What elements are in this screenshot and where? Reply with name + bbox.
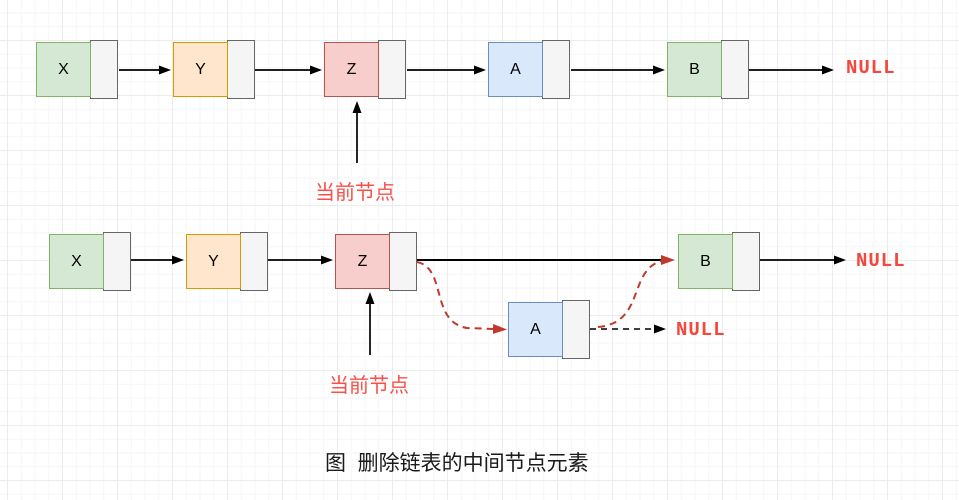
node-pointer-cell — [227, 40, 255, 99]
node-pointer-cell — [542, 40, 570, 99]
dashed-curve-z-to-a — [416, 261, 507, 334]
node-value-cell: B — [667, 42, 722, 97]
node-value-cell: Z — [324, 42, 379, 97]
top-node-z: Z — [324, 40, 406, 99]
node-pointer-cell — [240, 232, 268, 291]
node-pointer-cell — [562, 300, 590, 359]
bottom-node-a-detached: A — [508, 300, 590, 359]
node-label: B — [700, 252, 711, 270]
node-value-cell: X — [49, 234, 104, 289]
node-value-cell: B — [678, 234, 733, 289]
node-pointer-cell — [732, 232, 760, 291]
node-pointer-cell — [378, 40, 406, 99]
node-pointer-cell — [103, 232, 131, 291]
node-label: X — [58, 60, 69, 78]
node-pointer-cell — [389, 232, 417, 291]
figure-caption: 图 删除链表的中间节点元素 — [325, 452, 589, 475]
current-node-label-bottom: 当前节点 — [329, 375, 409, 397]
dashed-curve-a-to-b — [597, 260, 662, 328]
node-label: Y — [195, 60, 206, 78]
node-label: Y — [208, 252, 219, 270]
top-node-a: A — [488, 40, 570, 99]
node-label: A — [510, 60, 521, 78]
bottom-node-z: Z — [335, 232, 417, 291]
bottom-node-b: B — [678, 232, 760, 291]
bottom-node-y: Y — [186, 232, 268, 291]
node-pointer-cell — [90, 40, 118, 99]
node-value-cell: Y — [173, 42, 228, 97]
null-label-bottom: NULL — [856, 250, 906, 272]
null-label-detached: NULL — [676, 319, 726, 341]
top-node-x: X — [36, 40, 118, 99]
node-pointer-cell — [721, 40, 749, 99]
node-label: X — [71, 252, 82, 270]
node-value-cell: Y — [186, 234, 241, 289]
top-node-y: Y — [173, 40, 255, 99]
current-node-label-top: 当前节点 — [315, 182, 395, 204]
node-label: B — [689, 60, 700, 78]
node-value-cell: A — [508, 302, 563, 357]
node-label: A — [530, 320, 541, 338]
node-value-cell: X — [36, 42, 91, 97]
node-value-cell: Z — [335, 234, 390, 289]
bottom-node-x: X — [49, 232, 131, 291]
node-label: Z — [357, 252, 368, 270]
null-label-top: NULL — [846, 57, 896, 79]
top-node-b: B — [667, 40, 749, 99]
node-label: Z — [346, 60, 357, 78]
node-value-cell: A — [488, 42, 543, 97]
